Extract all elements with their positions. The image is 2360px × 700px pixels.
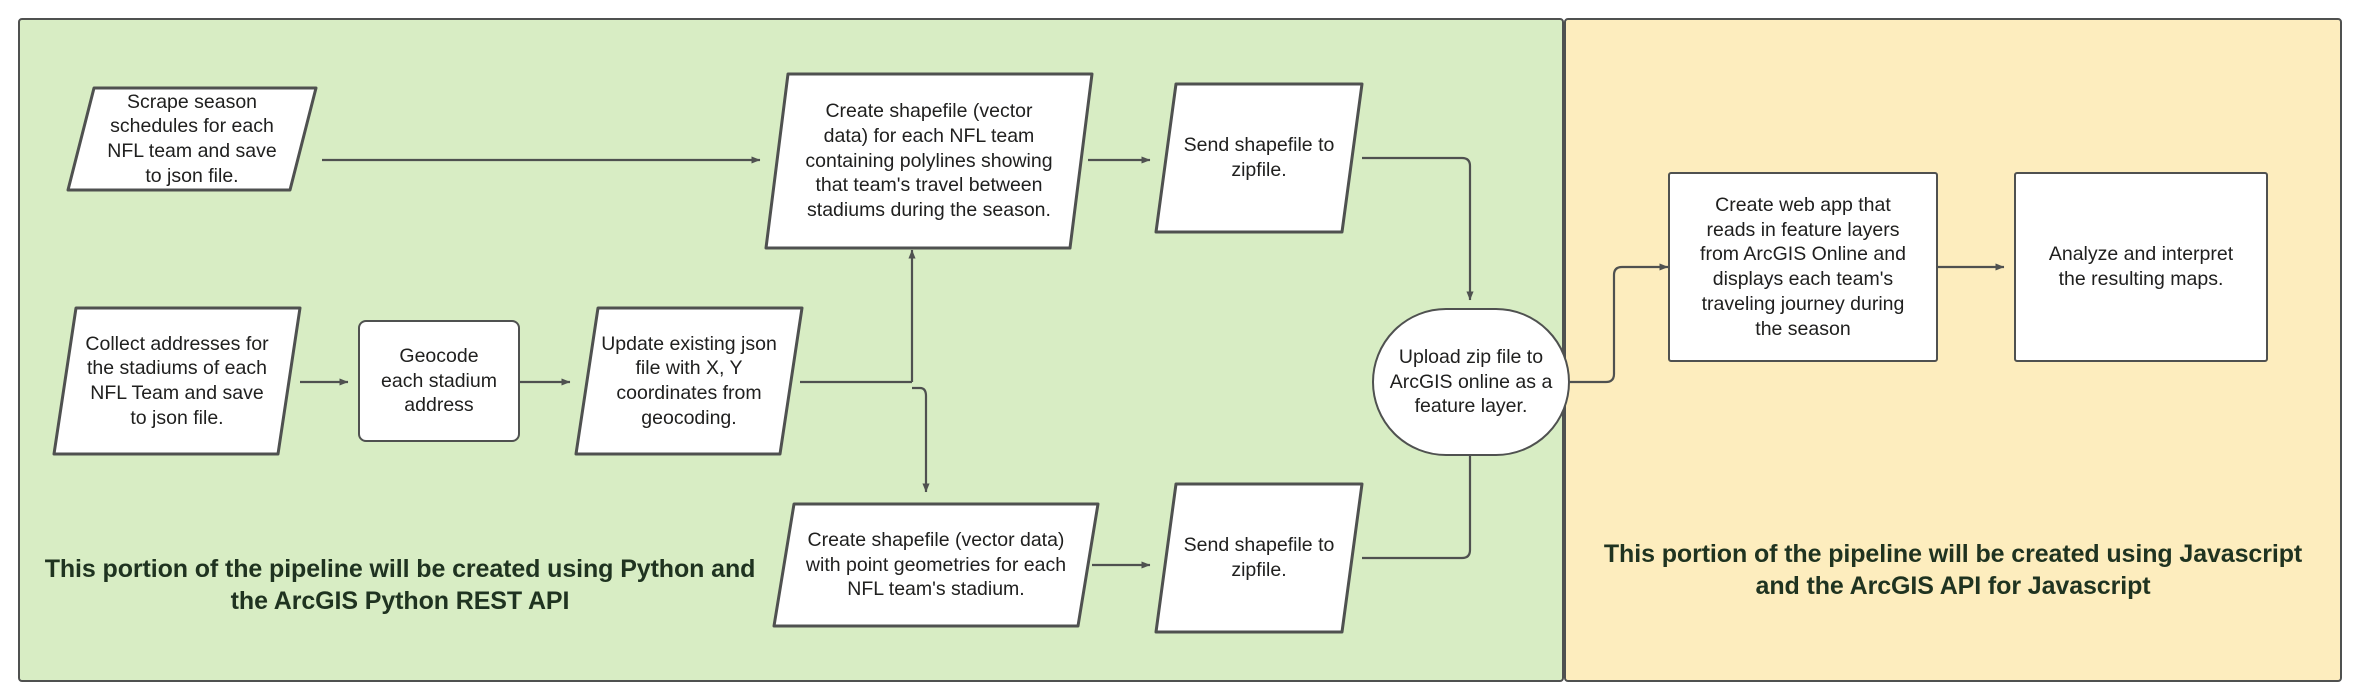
node-label: Create shapefile (vector data) with poin… [805,528,1067,601]
node-label: Update existing json file with X, Y coor… [601,332,777,429]
node-label: Analyze and interpret the resulting maps… [2048,243,2234,290]
parallelogram-shape [1154,482,1364,634]
node-create-web-app[interactable]: Create web app that reads in feature lay… [1668,172,1938,362]
node-send-polyline-zipfile[interactable]: Send shapefile to zipfile. [1150,78,1368,238]
node-label: Geocode each stadium address [381,344,497,417]
parallelogram-shape [772,502,1100,628]
node-geocode-address[interactable]: Geocode each stadium address [358,320,520,442]
node-label: Create shapefile (vector data) for each … [805,100,1053,222]
node-label: Scrape season schedules for each NFL tea… [107,90,277,187]
panel-python-caption: This portion of the pipeline will be cre… [44,555,756,615]
node-collect-addresses[interactable]: Collect addresses for the stadiums of ea… [48,302,306,460]
parallelogram-shape [66,86,318,192]
parallelogram-shape [1154,82,1364,234]
parallelogram-shape [574,306,804,456]
node-send-point-zipfile[interactable]: Send shapefile to zipfile. [1150,478,1368,638]
node-create-point-shapefile[interactable]: Create shapefile (vector data) with poin… [768,498,1104,632]
node-analyze-maps[interactable]: Analyze and interpret the resulting maps… [2014,172,2268,362]
parallelogram-shape [764,72,1094,250]
node-label: Upload zip file to ArcGIS online as a fe… [1389,345,1553,418]
panel-javascript-caption: This portion of the pipeline will be cre… [1603,540,2303,600]
node-update-json[interactable]: Update existing json file with X, Y coor… [570,302,808,460]
node-scrape-schedules[interactable]: Scrape season schedules for each NFL tea… [62,82,322,196]
node-label: Create web app that reads in feature lay… [1700,193,1906,340]
node-upload-zip[interactable]: Upload zip file to ArcGIS online as a fe… [1372,308,1570,456]
node-label: Collect addresses for the stadiums of ea… [85,332,269,429]
node-label: Send shapefile to zipfile. [1183,134,1335,181]
parallelogram-shape [52,306,302,456]
node-create-polyline-shapefile[interactable]: Create shapefile (vector data) for each … [760,68,1098,254]
node-label: Send shapefile to zipfile. [1183,534,1335,581]
